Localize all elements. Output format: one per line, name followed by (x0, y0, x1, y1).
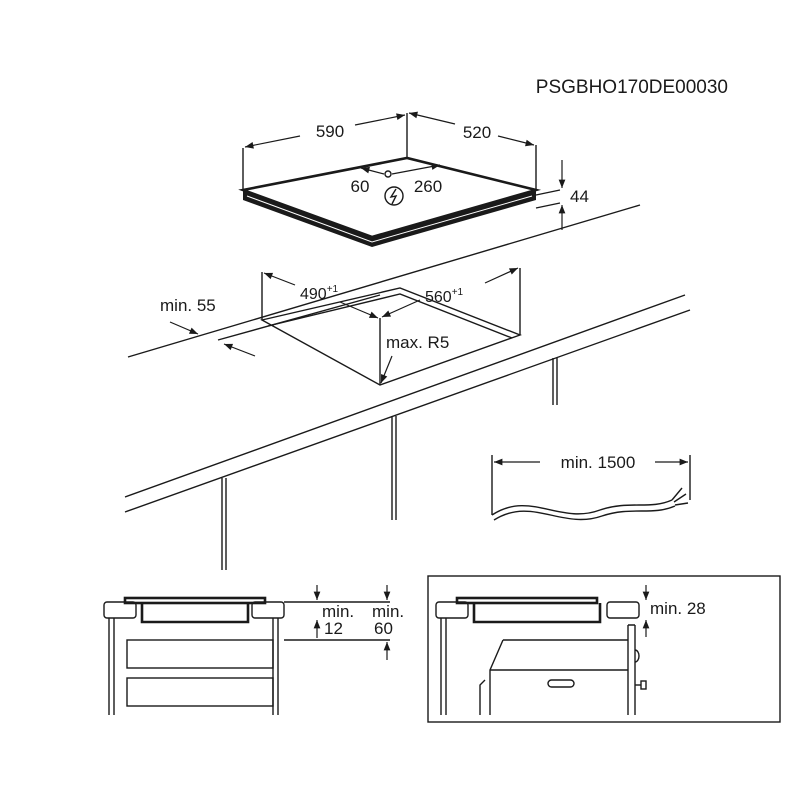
min60-label: min. (372, 602, 404, 621)
width-arrow-right (354, 113, 406, 126)
corner-radius: max. R5 (386, 333, 449, 352)
conn-left: 60 (351, 177, 370, 196)
min12-label: min. (322, 602, 354, 621)
hob-depth: 520 (463, 123, 491, 142)
front-gap: min. 55 (160, 296, 216, 315)
hob-drawing: 590 520 60 260 44 (238, 111, 589, 247)
oven-clearance: min. 28 (650, 599, 706, 618)
lightning-icon (384, 186, 404, 206)
hob-height: 44 (570, 187, 589, 206)
min12-value: 12 (324, 619, 343, 638)
hob-width: 590 (316, 122, 344, 141)
min60-value: 60 (374, 619, 393, 638)
width-arrow-left (244, 135, 301, 149)
countertop-drawing: 490+1 560+1 min. 55 max. R5 (124, 204, 691, 570)
section-oven: min. 28 (427, 575, 781, 723)
cutout-depth: 490+1 (300, 284, 339, 303)
cutout-width: 560+1 (425, 287, 464, 306)
conn-right: 260 (414, 177, 442, 196)
cable-length: min. 1500 (561, 453, 636, 472)
cable-drawing: min. 1500 (491, 453, 691, 521)
drawing-code: PSGBHO170DE00030 (536, 77, 728, 98)
section-drawers: min. 12 min. 60 (103, 585, 404, 715)
